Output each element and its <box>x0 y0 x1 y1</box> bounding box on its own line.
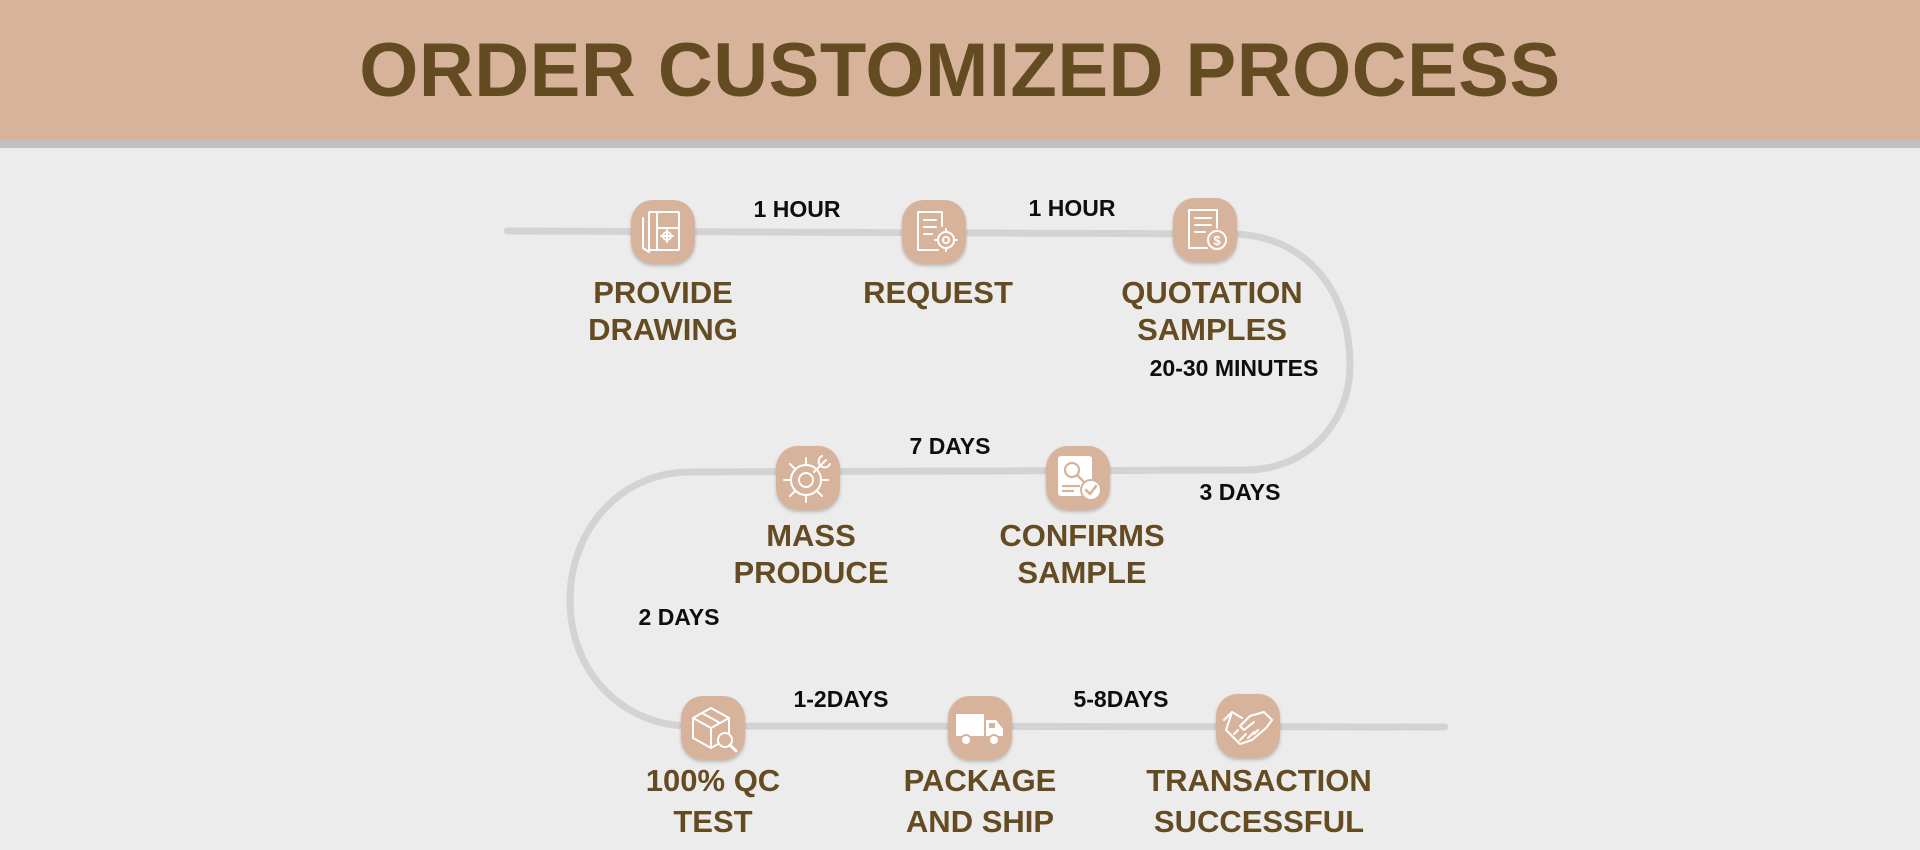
blueprint-icon <box>642 211 680 253</box>
node-provide-drawing <box>631 200 695 264</box>
duration-label: 7 DAYS <box>909 433 991 459</box>
node-qc-test <box>681 696 745 760</box>
invoice-dollar-icon: $ <box>1188 209 1227 250</box>
step-label-provide-drawing: PROVIDE DRAWING <box>588 275 738 347</box>
page-title: ORDER CUSTOMIZED PROCESS <box>359 27 1561 113</box>
truck-icon <box>956 714 1003 746</box>
node-package-and-ship <box>948 696 1012 760</box>
inspect-check-icon <box>1058 456 1102 501</box>
step-label-package-and-ship: PACKAGE AND SHIP <box>903 763 1057 839</box>
node-mass-produce <box>776 446 840 510</box>
duration-label: 1 HOUR <box>1028 195 1116 221</box>
duration-label: 1 HOUR <box>753 196 841 222</box>
process-path-line <box>503 227 1449 731</box>
step-label-transaction-successful: TRANSACTION SUCCESSFUL <box>1146 763 1372 839</box>
duration-label: 3 DAYS <box>1199 479 1281 505</box>
step-label-confirms-sample: CONFIRMS SAMPLE <box>999 518 1165 590</box>
duration-label: 20-30 MINUTES <box>1149 355 1319 381</box>
step-label-qc-test: 100% QC TEST <box>645 763 781 839</box>
duration-label: 2 DAYS <box>638 604 720 630</box>
node-quotation-samples: $ <box>1173 198 1237 262</box>
svg-text:$: $ <box>1213 233 1221 248</box>
node-request <box>902 200 966 264</box>
step-label-quotation-samples: QUOTATION SAMPLES <box>1121 275 1303 347</box>
duration-label: 1-2DAYS <box>793 686 889 712</box>
handshake-icon <box>1223 711 1273 745</box>
box-search-icon <box>692 707 738 753</box>
step-label-request: REQUEST <box>863 275 1013 310</box>
document-gear-icon <box>917 211 958 252</box>
step-label-mass-produce: MASS PRODUCE <box>733 518 889 590</box>
duration-label: 5-8DAYS <box>1073 686 1169 712</box>
gear-wrench-icon <box>783 455 831 503</box>
node-transaction-successful <box>1216 694 1280 758</box>
header-banner: ORDER CUSTOMIZED PROCESS <box>0 0 1920 140</box>
node-confirms-sample <box>1046 446 1110 510</box>
